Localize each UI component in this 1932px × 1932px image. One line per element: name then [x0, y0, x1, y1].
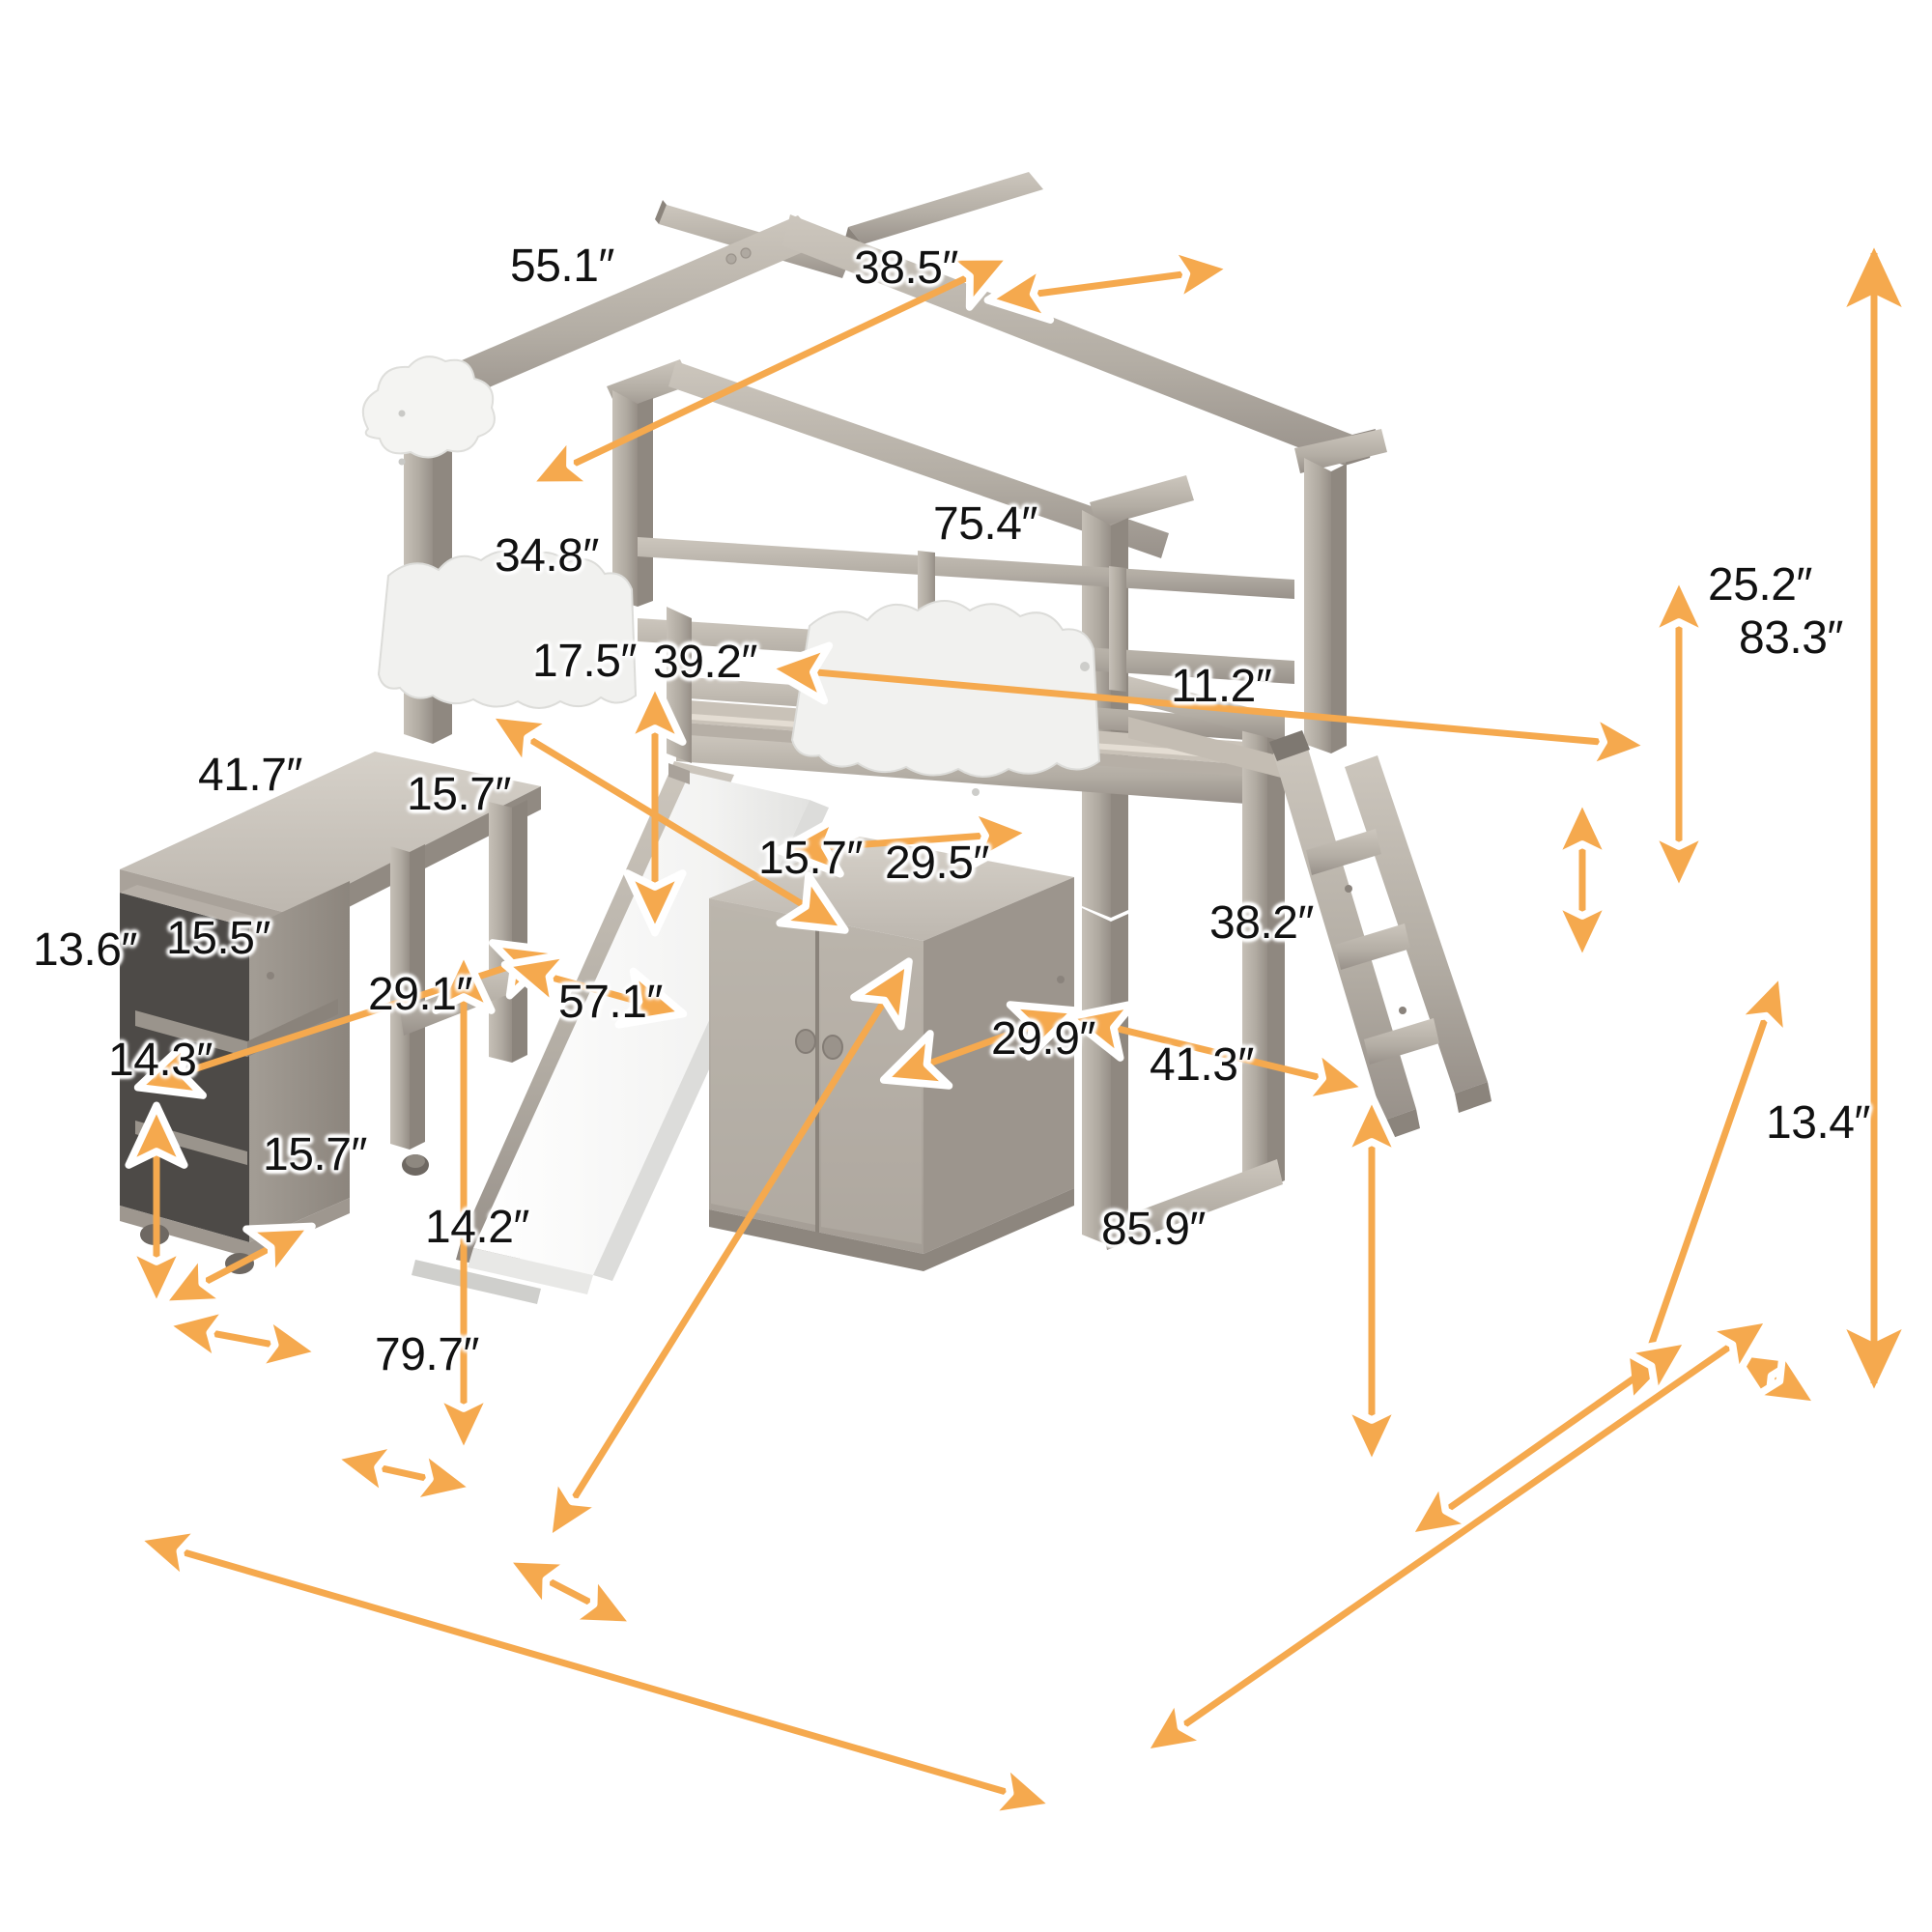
arrow-ladder-length: [1620, 968, 1792, 1408]
arrow-roof-right-short: [983, 244, 1236, 324]
arrow-shelf-lower-depth: [160, 1304, 325, 1374]
arrow-roof-left-slope: [525, 252, 1015, 490]
dim-label-shelf-lower-depth: 14.3″: [108, 1035, 213, 1086]
dim-label-desk-depth: 15.7″: [407, 769, 511, 820]
arrow-ladder-foot: [1728, 1347, 1823, 1410]
arrow-headboard-width: [484, 710, 849, 934]
dim-label-cabinet-depth: 15.7″: [758, 833, 863, 884]
dim-label-cabinet-height: 29.9″: [991, 1013, 1095, 1065]
dim-label-total-height: 83.3″: [1739, 612, 1843, 664]
arrow-slide-length: [544, 957, 913, 1545]
arrow-bed-length: [763, 641, 1654, 773]
dim-label-rail-height: 11.2″: [1171, 661, 1272, 712]
arrow-desk-base-depth: [328, 1439, 479, 1507]
dim-label-bed-width: 39.2″: [653, 637, 757, 688]
ladder: [1269, 730, 1492, 1140]
dim-label-ladder-foot: 13.4″: [1766, 1097, 1870, 1149]
arrow-bed-width: [775, 805, 1036, 878]
arrow-cabinet-width: [1065, 1000, 1372, 1106]
dim-label-ladder-length: 38.2″: [1209, 897, 1314, 949]
dim-label-shelf-upper-depth: 15.5″: [166, 913, 270, 964]
arrow-overall-width: [131, 1524, 1059, 1820]
dim-label-cabinet-width: 29.5″: [885, 838, 989, 889]
dim-label-headboard-width: 34.8″: [495, 530, 599, 582]
arrow-slide-width: [501, 1554, 639, 1630]
cloud-decoration: [361, 355, 496, 466]
dim-label-desk-height: 29.1″: [368, 969, 472, 1020]
arrow-overall-depth: [1139, 1314, 1775, 1758]
dim-label-wing-height: 17.5″: [532, 636, 637, 687]
dim-label-overall-width: 79.7″: [375, 1329, 479, 1380]
dim-label-bed-length: 75.4″: [933, 498, 1037, 550]
dim-label-roof-left-slope: 55.1″: [510, 241, 614, 292]
dim-label-desk-base-depth: 15.7″: [263, 1129, 367, 1180]
dim-label-shelf-height: 13.6″: [33, 924, 137, 976]
dim-label-overall-depth: 85.9″: [1101, 1204, 1206, 1255]
dim-label-slide-width: 14.2″: [425, 1202, 529, 1253]
arrow-shelf-upper-depth: [157, 1222, 316, 1309]
arrow-bed-base-depth: [1404, 1335, 1693, 1542]
dim-label-slide-length: 57.1″: [558, 977, 663, 1028]
dim-label-roof-right-short: 38.5″: [854, 242, 958, 294]
dim-label-roof-to-rail: 25.2″: [1708, 559, 1812, 611]
dim-label-bed-base-depth: 41.3″: [1150, 1039, 1254, 1091]
dim-label-desk-length: 41.7″: [198, 750, 302, 801]
arrow-cabinet-depth: [879, 1001, 1080, 1090]
